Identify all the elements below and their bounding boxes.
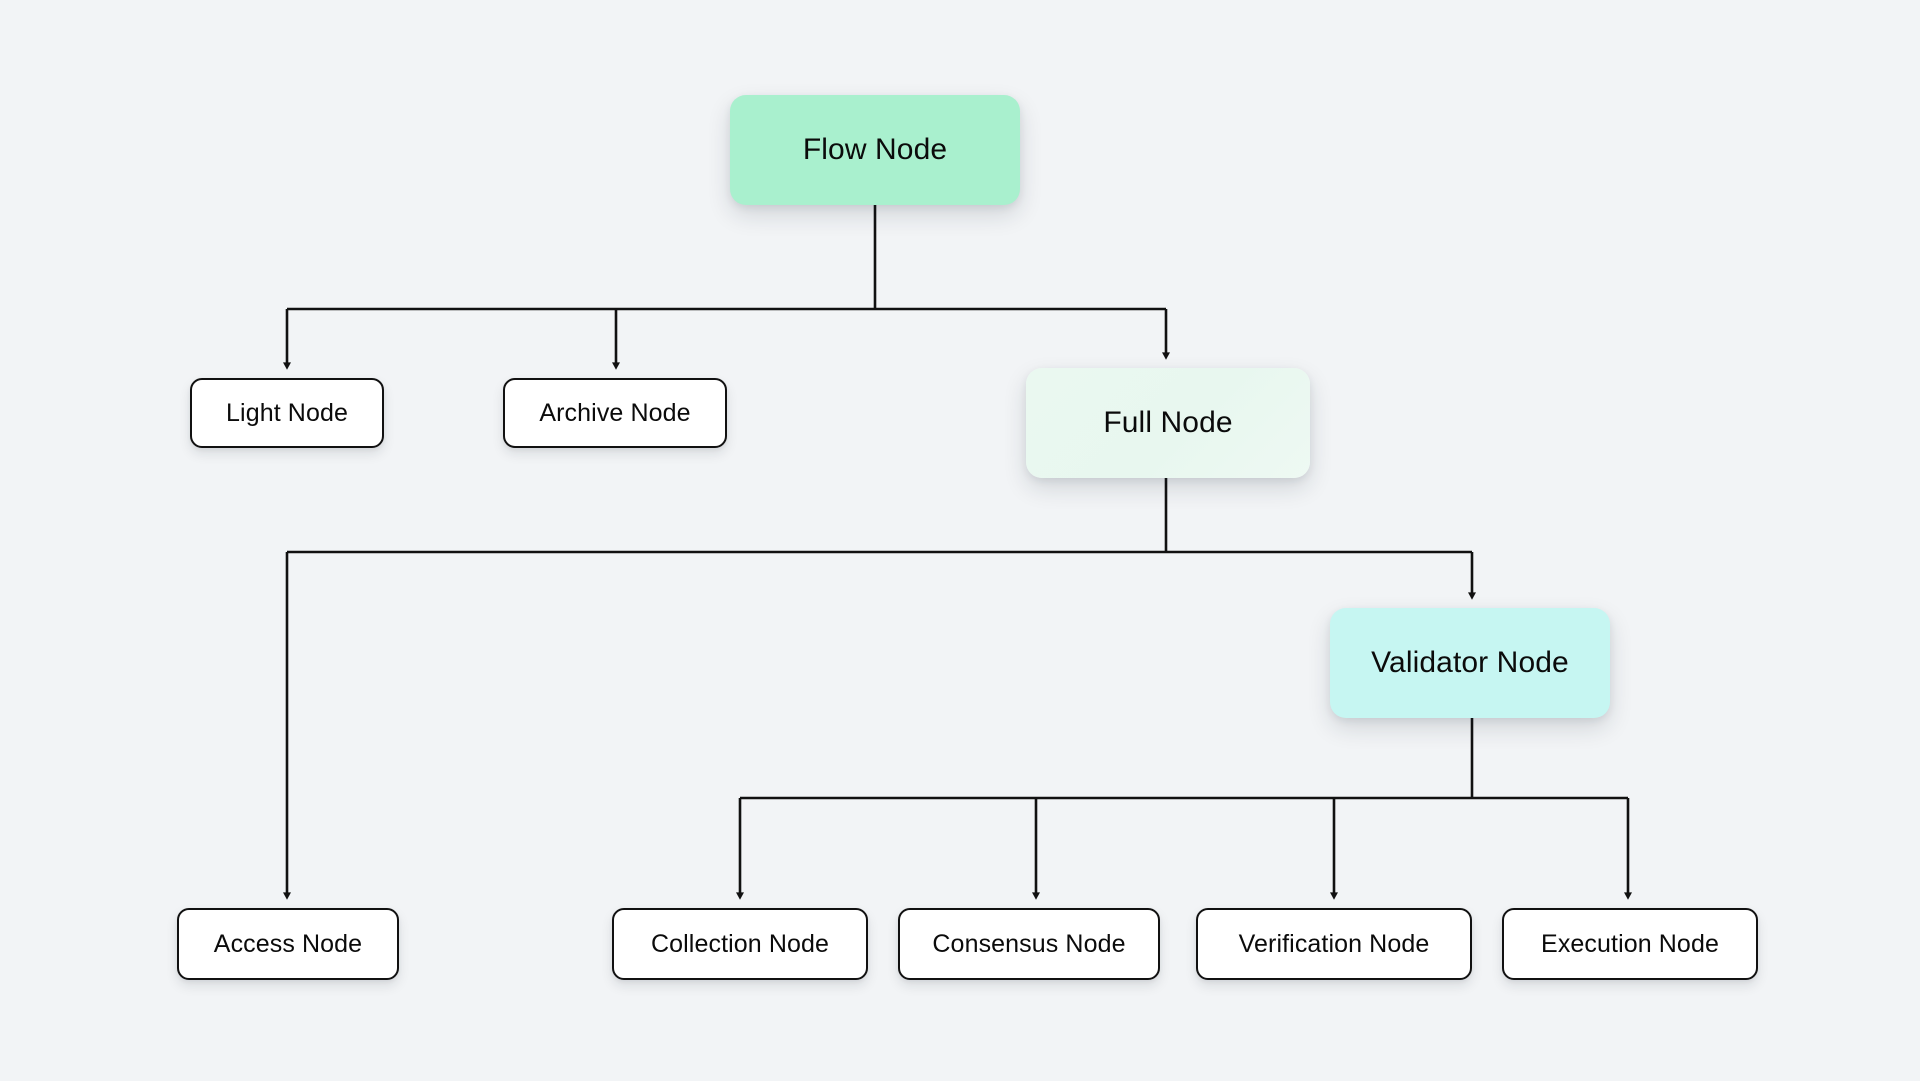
node-archive[interactable]: Archive Node bbox=[503, 378, 727, 448]
node-light[interactable]: Light Node bbox=[190, 378, 384, 448]
node-label: Flow Node bbox=[802, 133, 948, 166]
node-label: Collection Node bbox=[651, 929, 829, 958]
node-label: Execution Node bbox=[1541, 929, 1719, 958]
node-label: Consensus Node bbox=[932, 929, 1126, 958]
node-label: Verification Node bbox=[1238, 929, 1430, 958]
node-collection[interactable]: Collection Node bbox=[612, 908, 868, 980]
node-validator[interactable]: Validator Node bbox=[1330, 608, 1610, 718]
edge-group-flow bbox=[283, 205, 1171, 370]
node-label: Light Node bbox=[226, 398, 348, 427]
edge-group-validator bbox=[736, 718, 1633, 900]
node-label: Access Node bbox=[213, 929, 363, 958]
node-execution[interactable]: Execution Node bbox=[1502, 908, 1758, 980]
node-flow[interactable]: Flow Node bbox=[730, 95, 1020, 205]
node-access[interactable]: Access Node bbox=[177, 908, 399, 980]
node-label: Validator Node bbox=[1371, 646, 1569, 679]
edge-group-full bbox=[283, 478, 1477, 900]
node-verification[interactable]: Verification Node bbox=[1196, 908, 1472, 980]
node-label: Archive Node bbox=[539, 398, 691, 427]
node-consensus[interactable]: Consensus Node bbox=[898, 908, 1160, 980]
node-label: Full Node bbox=[1103, 406, 1233, 439]
node-full[interactable]: Full Node bbox=[1026, 368, 1310, 478]
